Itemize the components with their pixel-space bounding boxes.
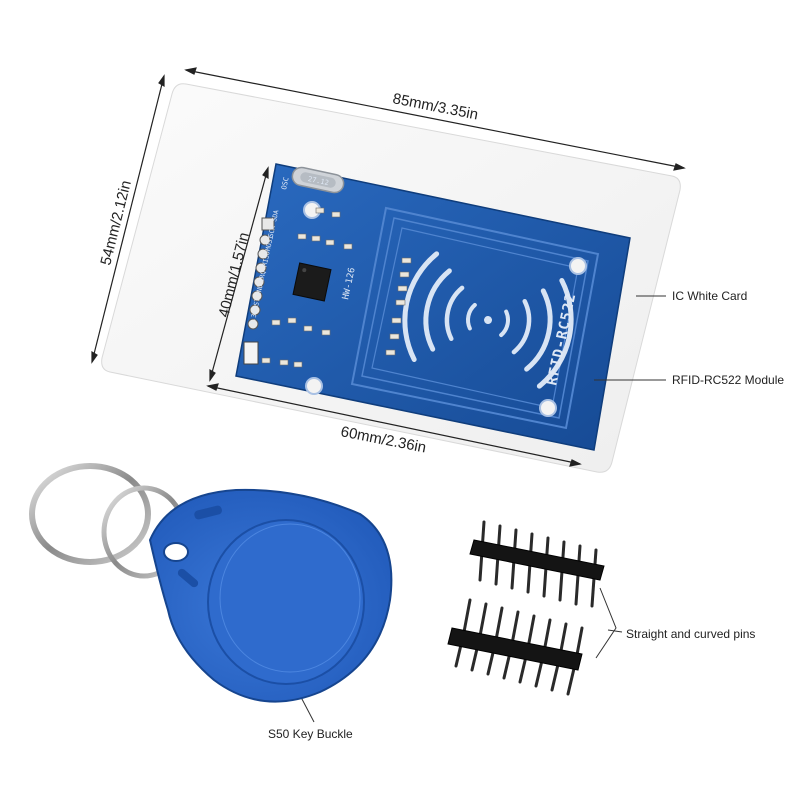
s50-key-fob	[29, 463, 393, 703]
board-header-pads	[247, 217, 275, 330]
straight-pin-header	[469, 520, 605, 608]
pin-label: RST	[251, 297, 261, 310]
antenna-coil	[350, 206, 600, 430]
pin-label: IRQ	[257, 270, 267, 283]
mounting-holes	[303, 201, 587, 417]
pin-label: SCK	[267, 225, 277, 238]
pin-labels: SDA SCK MOSI MISO IRQ GND RST 3.3V	[248, 209, 280, 326]
fob-ring-hole	[163, 542, 189, 562]
curved-pin-header	[447, 598, 584, 696]
module-callout: RFID-RC522 Module	[672, 373, 784, 387]
ic-card-callout: IC White Card	[672, 289, 747, 303]
pin-label: MISO	[261, 250, 272, 267]
pins-callout: Straight and curved pins	[626, 627, 755, 641]
crystal-oscillator: 27.12	[291, 166, 345, 194]
pin-label: SDA	[270, 209, 280, 222]
fob-disc	[207, 519, 365, 685]
key-ring-large	[29, 463, 151, 565]
rfid-module-board: 27.12 SDA SCK MOSI MISO IRQ GND RST 3.3V…	[235, 163, 631, 451]
smd-components	[261, 207, 412, 368]
reader-ic-chip	[292, 262, 332, 302]
pin-label: 3.3V	[248, 309, 259, 326]
dimension-lines	[91, 67, 686, 467]
key-buckle-callout: S50 Key Buckle	[268, 727, 353, 741]
led-indicator	[243, 341, 259, 365]
contactless-wave-icon	[402, 251, 574, 389]
pin-label: GND	[254, 284, 264, 297]
osc-label: OSC	[280, 176, 290, 190]
pin-label: MOSI	[264, 235, 275, 252]
